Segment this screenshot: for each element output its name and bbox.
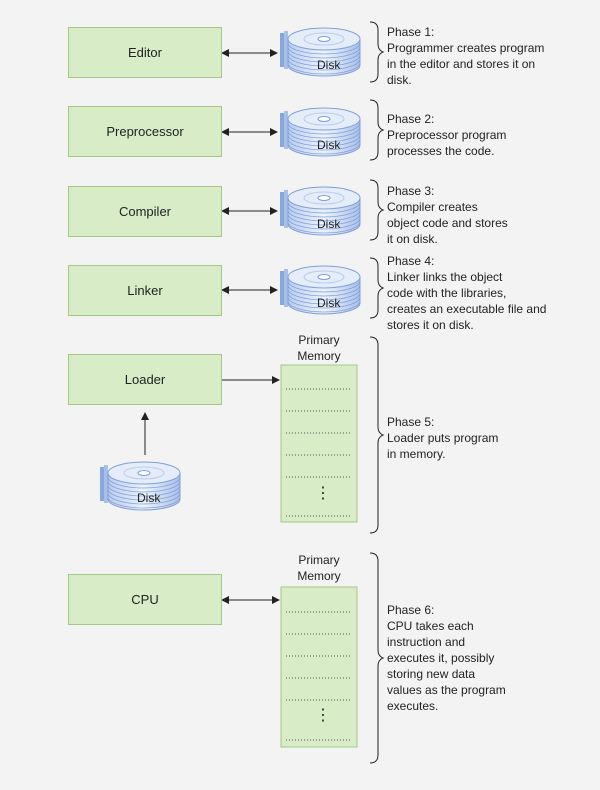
loader-label: Loader (124, 372, 166, 387)
phase5-brace (369, 336, 385, 534)
disk-label: Disk (137, 491, 161, 505)
phase6-brace (369, 552, 385, 764)
primary-memory-label: Primary Memory (297, 553, 341, 583)
preprocessor-box: Preprocessor (68, 106, 222, 157)
primary-memory-block-1 (280, 364, 358, 523)
phase-6-description: Phase 6: CPU takes each instruction and … (387, 603, 506, 713)
phase-4-description: Phase 4: Linker links the object code wi… (387, 254, 547, 332)
memory-ellipsis: ⋮ (315, 485, 331, 502)
disk-label: Disk (317, 296, 341, 310)
loader-box: Loader (68, 354, 222, 405)
phase4-brace (369, 257, 385, 319)
editor-label: Editor (128, 45, 162, 60)
phase-2-description: Phase 2: Preprocessor program processes … (387, 112, 507, 158)
disk-label: Disk (317, 217, 341, 231)
phase1-brace (369, 21, 385, 83)
cpu-box: CPU (68, 574, 222, 625)
compiler-label: Compiler (118, 204, 171, 219)
editor-box: Editor (68, 27, 222, 78)
phase-1-description: Phase 1: Programmer creates program in t… (387, 25, 545, 87)
preprocessor-label: Preprocessor (106, 124, 184, 139)
primary-memory-block-2 (280, 586, 358, 748)
compiler-box: Compiler (68, 186, 222, 237)
phase-3-description: Phase 3: Compiler creates object code an… (387, 184, 508, 246)
linker-label: Linker (127, 283, 163, 298)
phase3-brace (369, 179, 385, 241)
phase2-brace (369, 99, 385, 161)
cpu-label: CPU (131, 592, 159, 607)
disk-label: Disk (317, 58, 341, 72)
primary-memory-label: Primary Memory (297, 333, 341, 363)
phase-5-description: Phase 5: Loader puts program in memory. (387, 415, 499, 461)
disk-label: Disk (317, 138, 341, 152)
linker-box: Linker (68, 265, 222, 316)
memory-ellipsis: ⋮ (315, 707, 331, 724)
